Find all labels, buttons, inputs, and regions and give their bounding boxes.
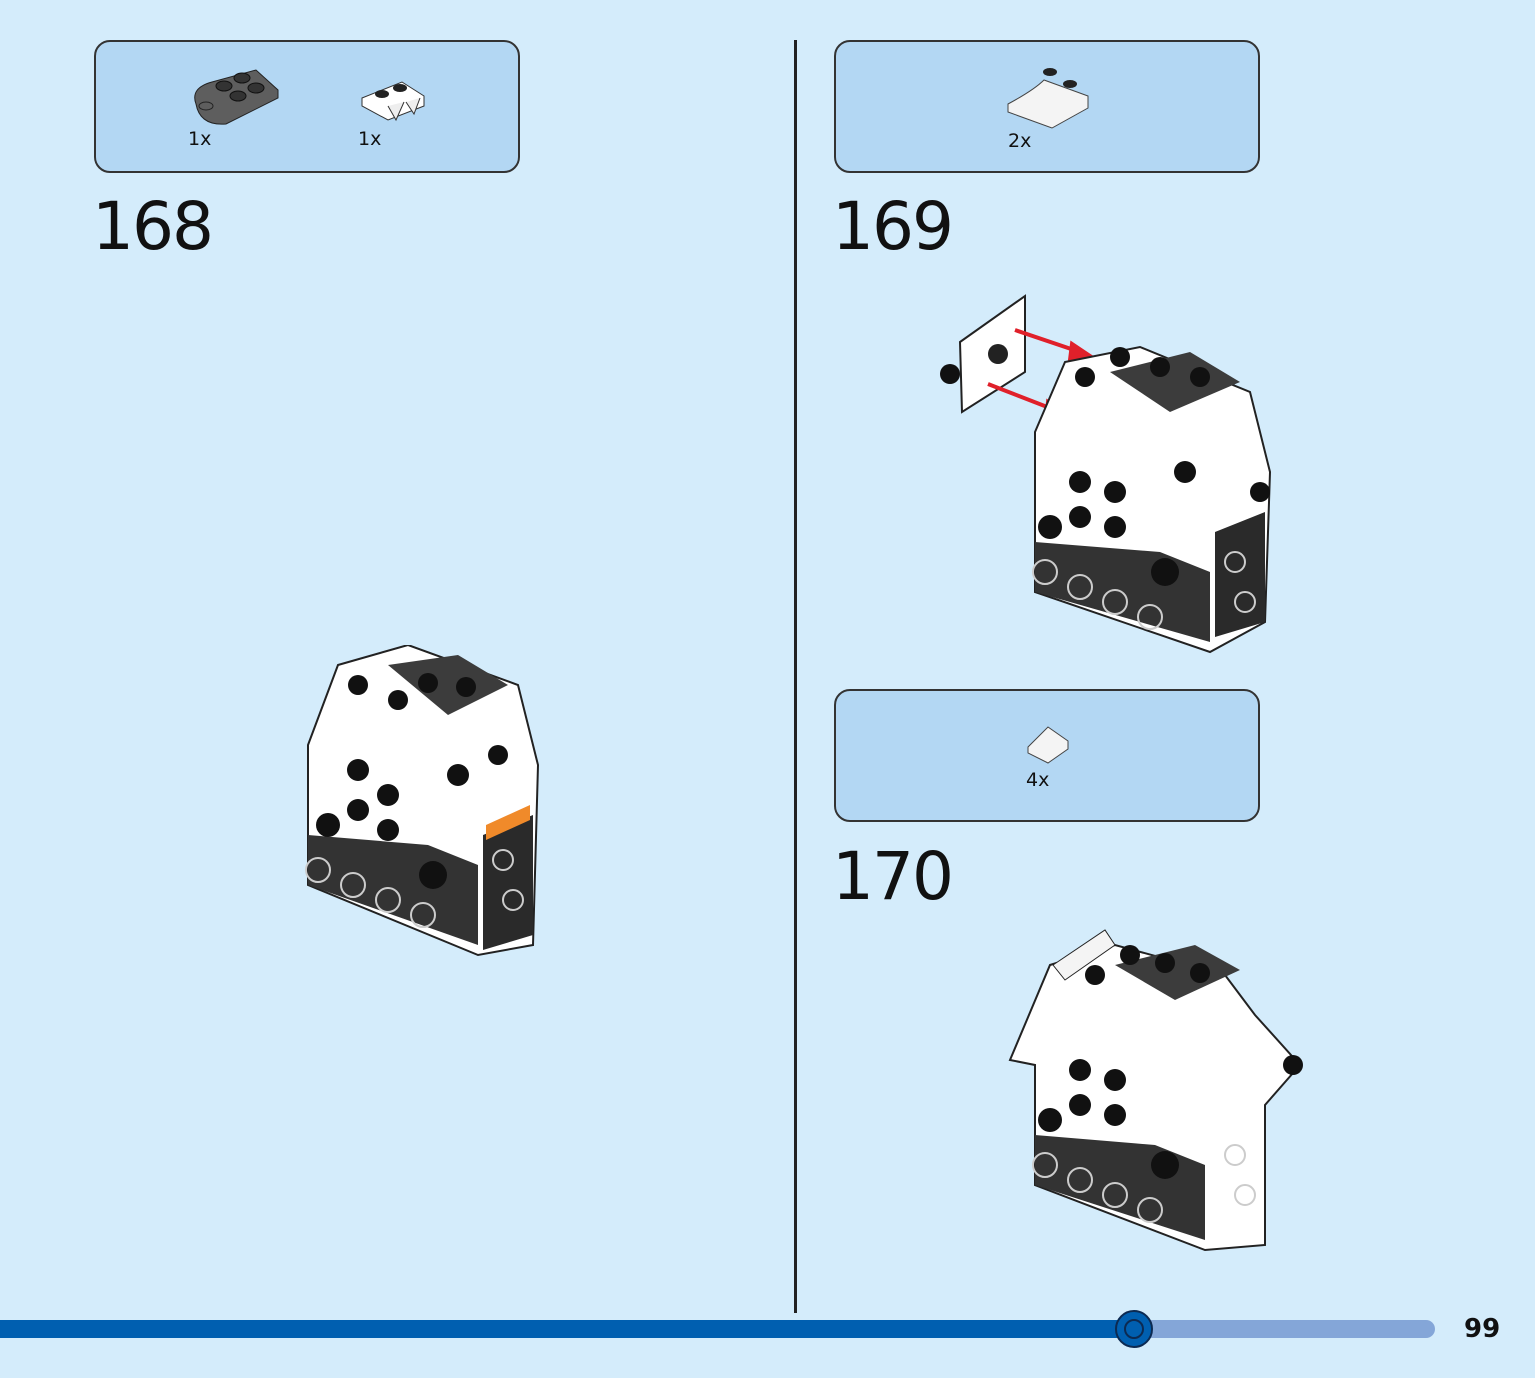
part-quantity: 2x — [1008, 130, 1032, 152]
white-slope-wedge-icon — [1027, 726, 1069, 764]
step-number: 169 — [832, 188, 954, 265]
white-curved-slope-icon — [1007, 68, 1089, 129]
part-quantity: 1x — [188, 128, 212, 150]
part-quantity: 4x — [1026, 769, 1050, 791]
parts-box-step-169: 2x — [834, 40, 1260, 173]
parts-box-step-168: 1x 1x — [94, 40, 520, 173]
model-illustration-step-170 — [1008, 929, 1303, 1252]
part-quantity: 1x — [358, 128, 382, 150]
progress-fill — [0, 1320, 1134, 1338]
step-number: 170 — [832, 838, 954, 915]
model-illustration-step-169 — [940, 294, 1272, 654]
dark-grey-plate-icon — [194, 69, 279, 125]
step-number: 168 — [92, 188, 214, 265]
parts-box-step-170: 4x — [834, 689, 1260, 822]
progress-knob — [1114, 1310, 1153, 1348]
white-teeth-plate-icon — [361, 81, 425, 122]
page-divider — [794, 40, 797, 1313]
page-number: 99 — [1464, 1314, 1501, 1344]
model-illustration-step-168 — [305, 645, 540, 957]
